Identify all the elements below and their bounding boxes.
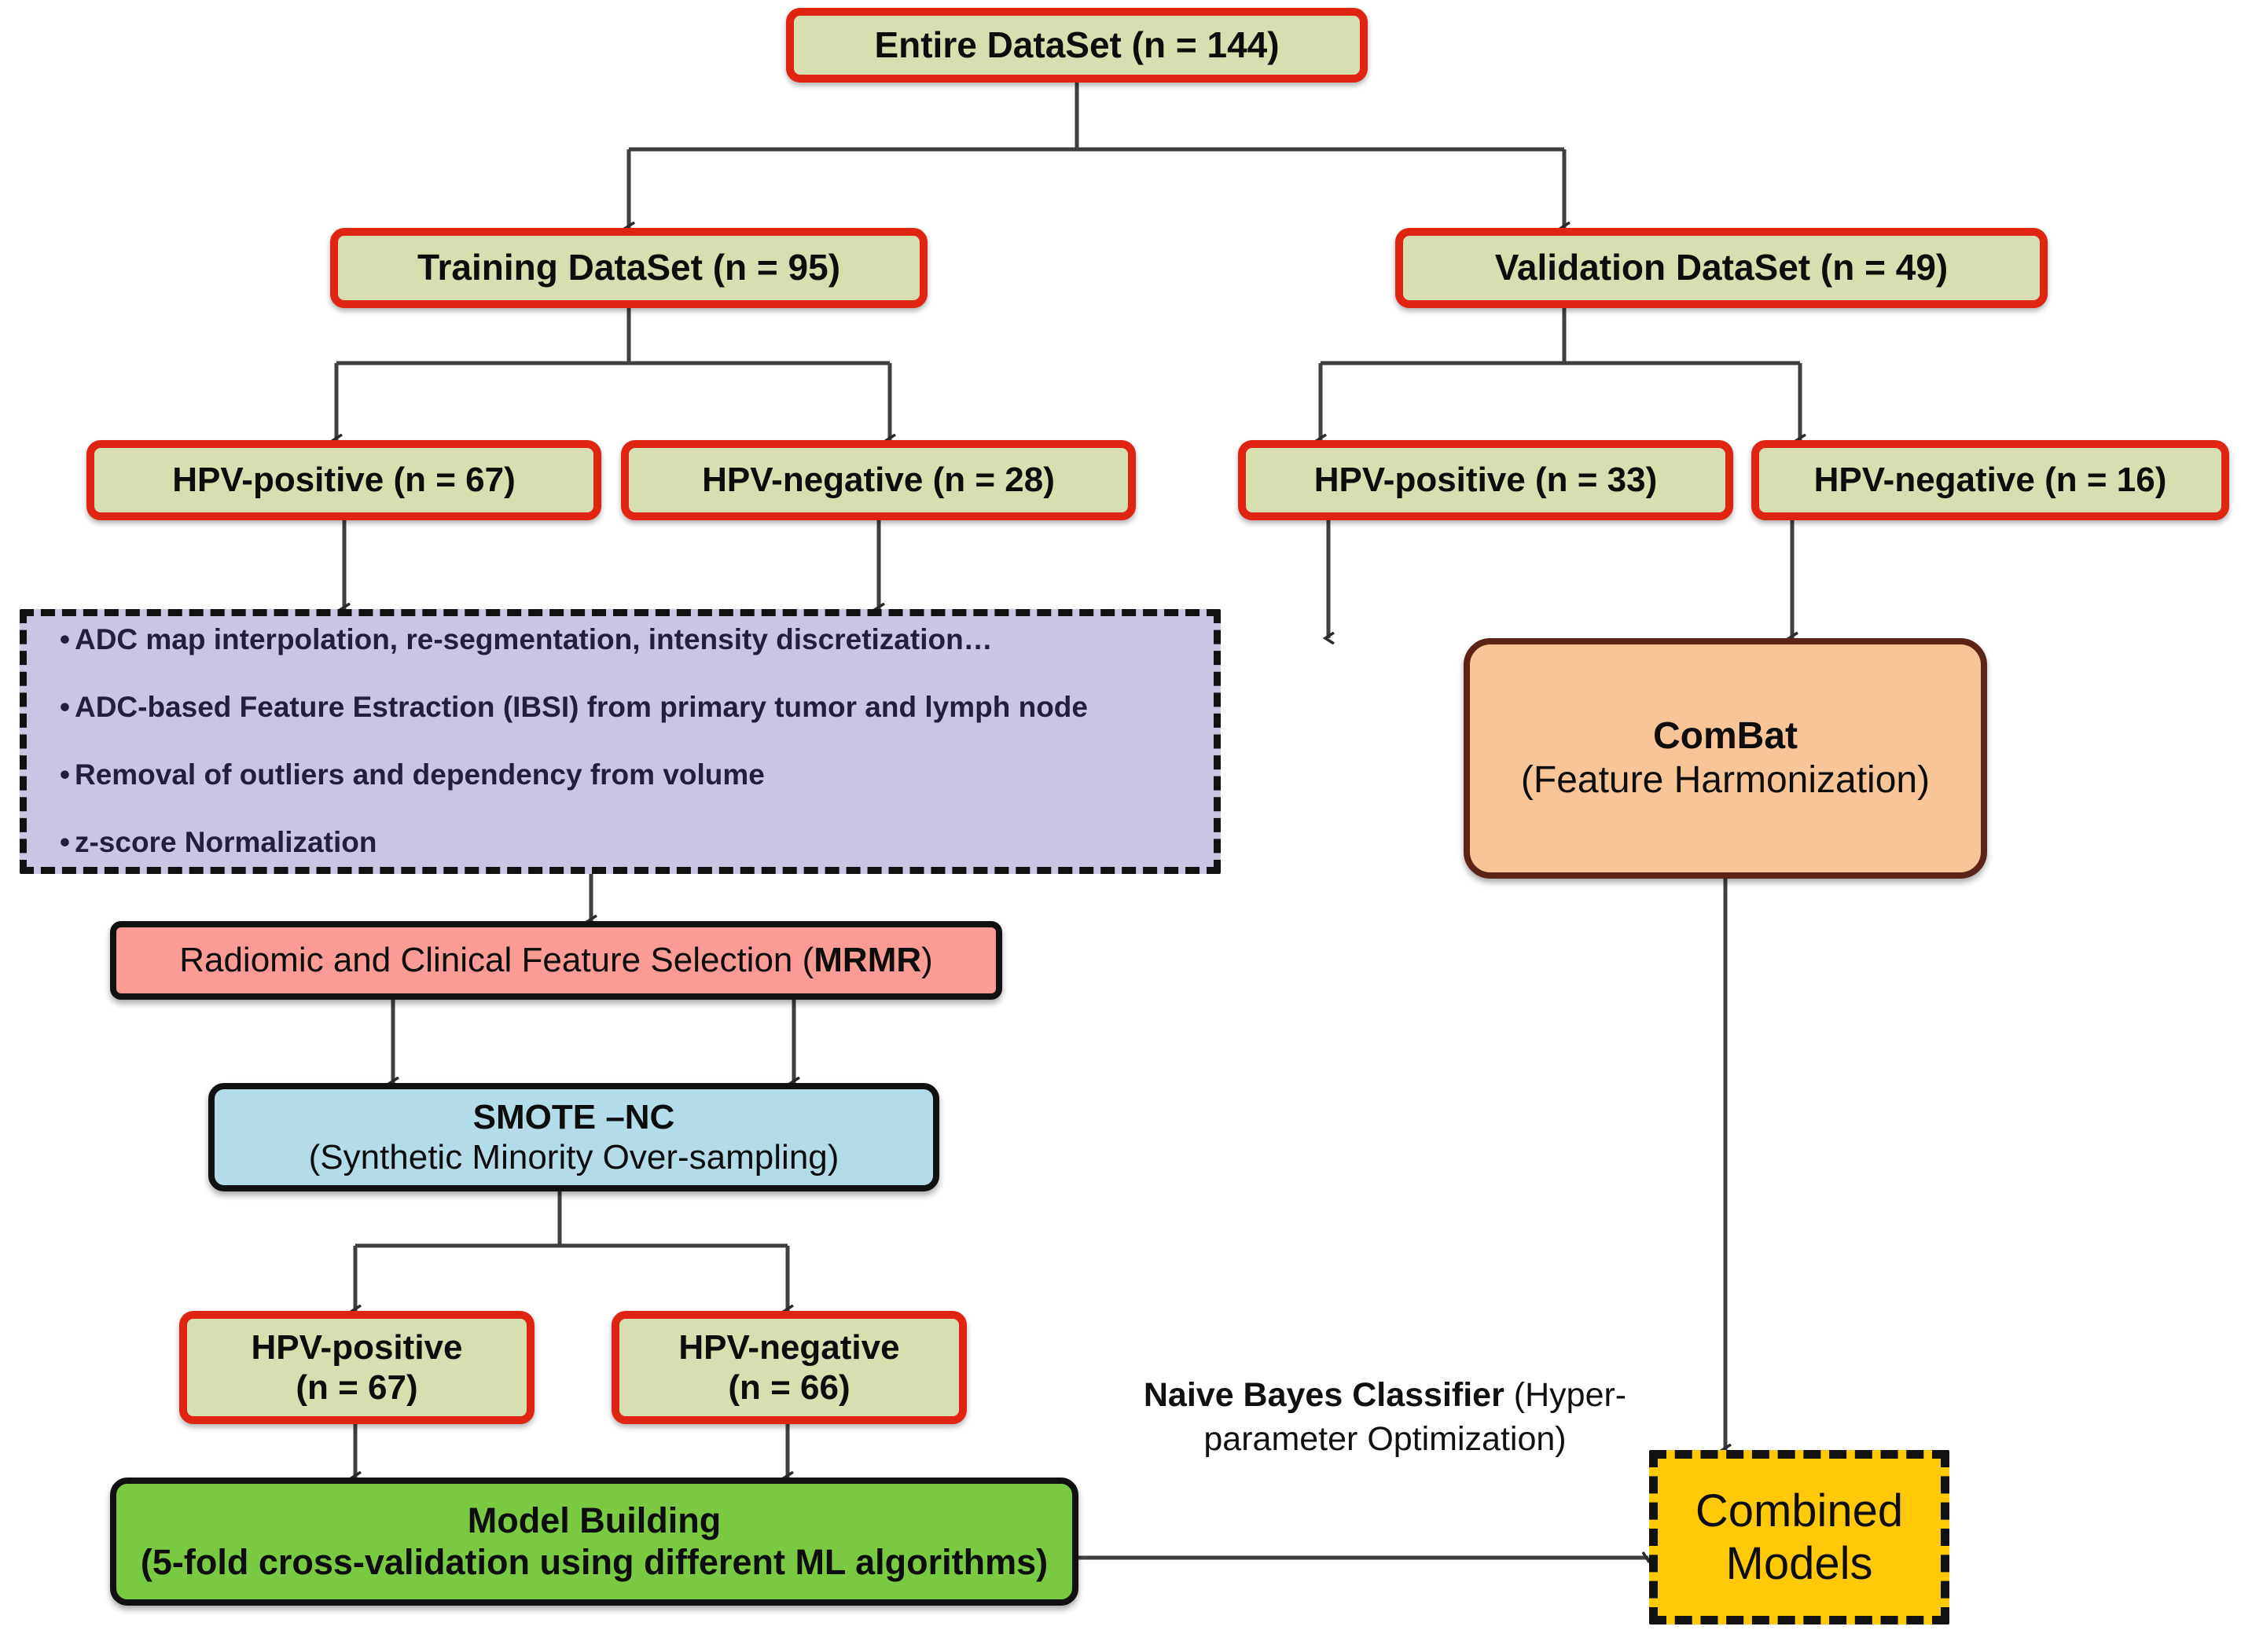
node-feature-selection[interactable]: Radiomic and Clinical Feature Selection … <box>110 921 1002 1000</box>
connector-group <box>336 83 1800 1558</box>
classifier-caption-line1: Naive Bayes Classifier <box>1143 1376 1504 1414</box>
val-hpv-negative-label: HPV-negative (n = 16) <box>1813 461 2167 500</box>
preprocessing-bullet: Removal of outliers and dependency from … <box>60 758 1214 792</box>
preprocessing-bullet: ADC-based Feature Estraction (IBSI) from… <box>60 691 1214 725</box>
node-val-hpv-negative[interactable]: HPV-negative (n = 16) <box>1751 440 2229 520</box>
node-model-building[interactable]: Model Building (5-fold cross-validation … <box>110 1478 1078 1606</box>
node-train-hpv-negative[interactable]: HPV-negative (n = 28) <box>621 440 1136 520</box>
combined-models-line1: Combined <box>1695 1485 1904 1536</box>
node-smote-hpv-negative[interactable]: HPV-negative (n = 66) <box>612 1311 967 1424</box>
combined-models-line2: Models <box>1725 1538 1873 1589</box>
preprocessing-bullet: z-score Normalization <box>60 826 1214 860</box>
feature-selection-text: Radiomic and Clinical Feature Selection … <box>179 941 814 980</box>
combat-title: ComBat <box>1652 715 1798 758</box>
val-hpv-positive-label: HPV-positive (n = 33) <box>1313 461 1658 500</box>
feature-selection-emphasis: MRMR <box>814 941 922 980</box>
node-entire-dataset[interactable]: Entire DataSet (n = 144) <box>786 8 1368 83</box>
node-val-hpv-positive[interactable]: HPV-positive (n = 33) <box>1238 440 1733 520</box>
node-training-dataset[interactable]: Training DataSet (n = 95) <box>330 228 928 308</box>
model-building-title: Model Building <box>467 1500 722 1541</box>
smote-hpv-negative-count: (n = 66) <box>728 1368 850 1407</box>
validation-dataset-label: Validation DataSet (n = 49) <box>1494 247 1949 288</box>
smote-hpv-positive-count: (n = 67) <box>296 1368 418 1407</box>
preprocessing-bullet: ADC map interpolation, re-segmentation, … <box>60 623 1214 657</box>
node-smote-hpv-positive[interactable]: HPV-positive (n = 67) <box>179 1311 535 1424</box>
model-building-subtitle: (5-fold cross-validation using different… <box>140 1541 1049 1582</box>
smote-title: SMOTE –NC <box>472 1097 675 1136</box>
classifier-caption: Naive Bayes Classifier (Hyper-parameter … <box>1110 1374 1660 1462</box>
node-combined-models[interactable]: Combined Models <box>1649 1450 1949 1624</box>
classifier-caption-line2: (Hyper-parameter <box>1203 1376 1627 1458</box>
smote-hpv-negative-label: HPV-negative <box>678 1327 900 1367</box>
node-smote[interactable]: SMOTE –NC (Synthetic Minority Over-sampl… <box>208 1083 939 1191</box>
entire-dataset-label: Entire DataSet (n = 144) <box>874 24 1280 65</box>
smote-subtitle: (Synthetic Minority Over-sampling) <box>308 1138 839 1177</box>
preprocessing-bullet-list: ADC map interpolation, re-segmentation, … <box>27 623 1214 860</box>
node-train-hpv-positive[interactable]: HPV-positive (n = 67) <box>86 440 601 520</box>
combat-subtitle: (Feature Harmonization) <box>1520 759 1931 801</box>
train-hpv-negative-label: HPV-negative (n = 28) <box>702 461 1055 500</box>
node-preprocessing-steps[interactable]: ADC map interpolation, re-segmentation, … <box>20 609 1221 874</box>
train-hpv-positive-label: HPV-positive (n = 67) <box>172 461 516 500</box>
node-combat[interactable]: ComBat (Feature Harmonization) <box>1464 638 1987 879</box>
smote-hpv-positive-label: HPV-positive <box>251 1327 463 1367</box>
training-dataset-label: Training DataSet (n = 95) <box>417 247 841 288</box>
classifier-caption-line3: Optimization) <box>1367 1419 1567 1458</box>
feature-selection-suffix: ) <box>921 941 933 980</box>
node-validation-dataset[interactable]: Validation DataSet (n = 49) <box>1395 228 2048 308</box>
